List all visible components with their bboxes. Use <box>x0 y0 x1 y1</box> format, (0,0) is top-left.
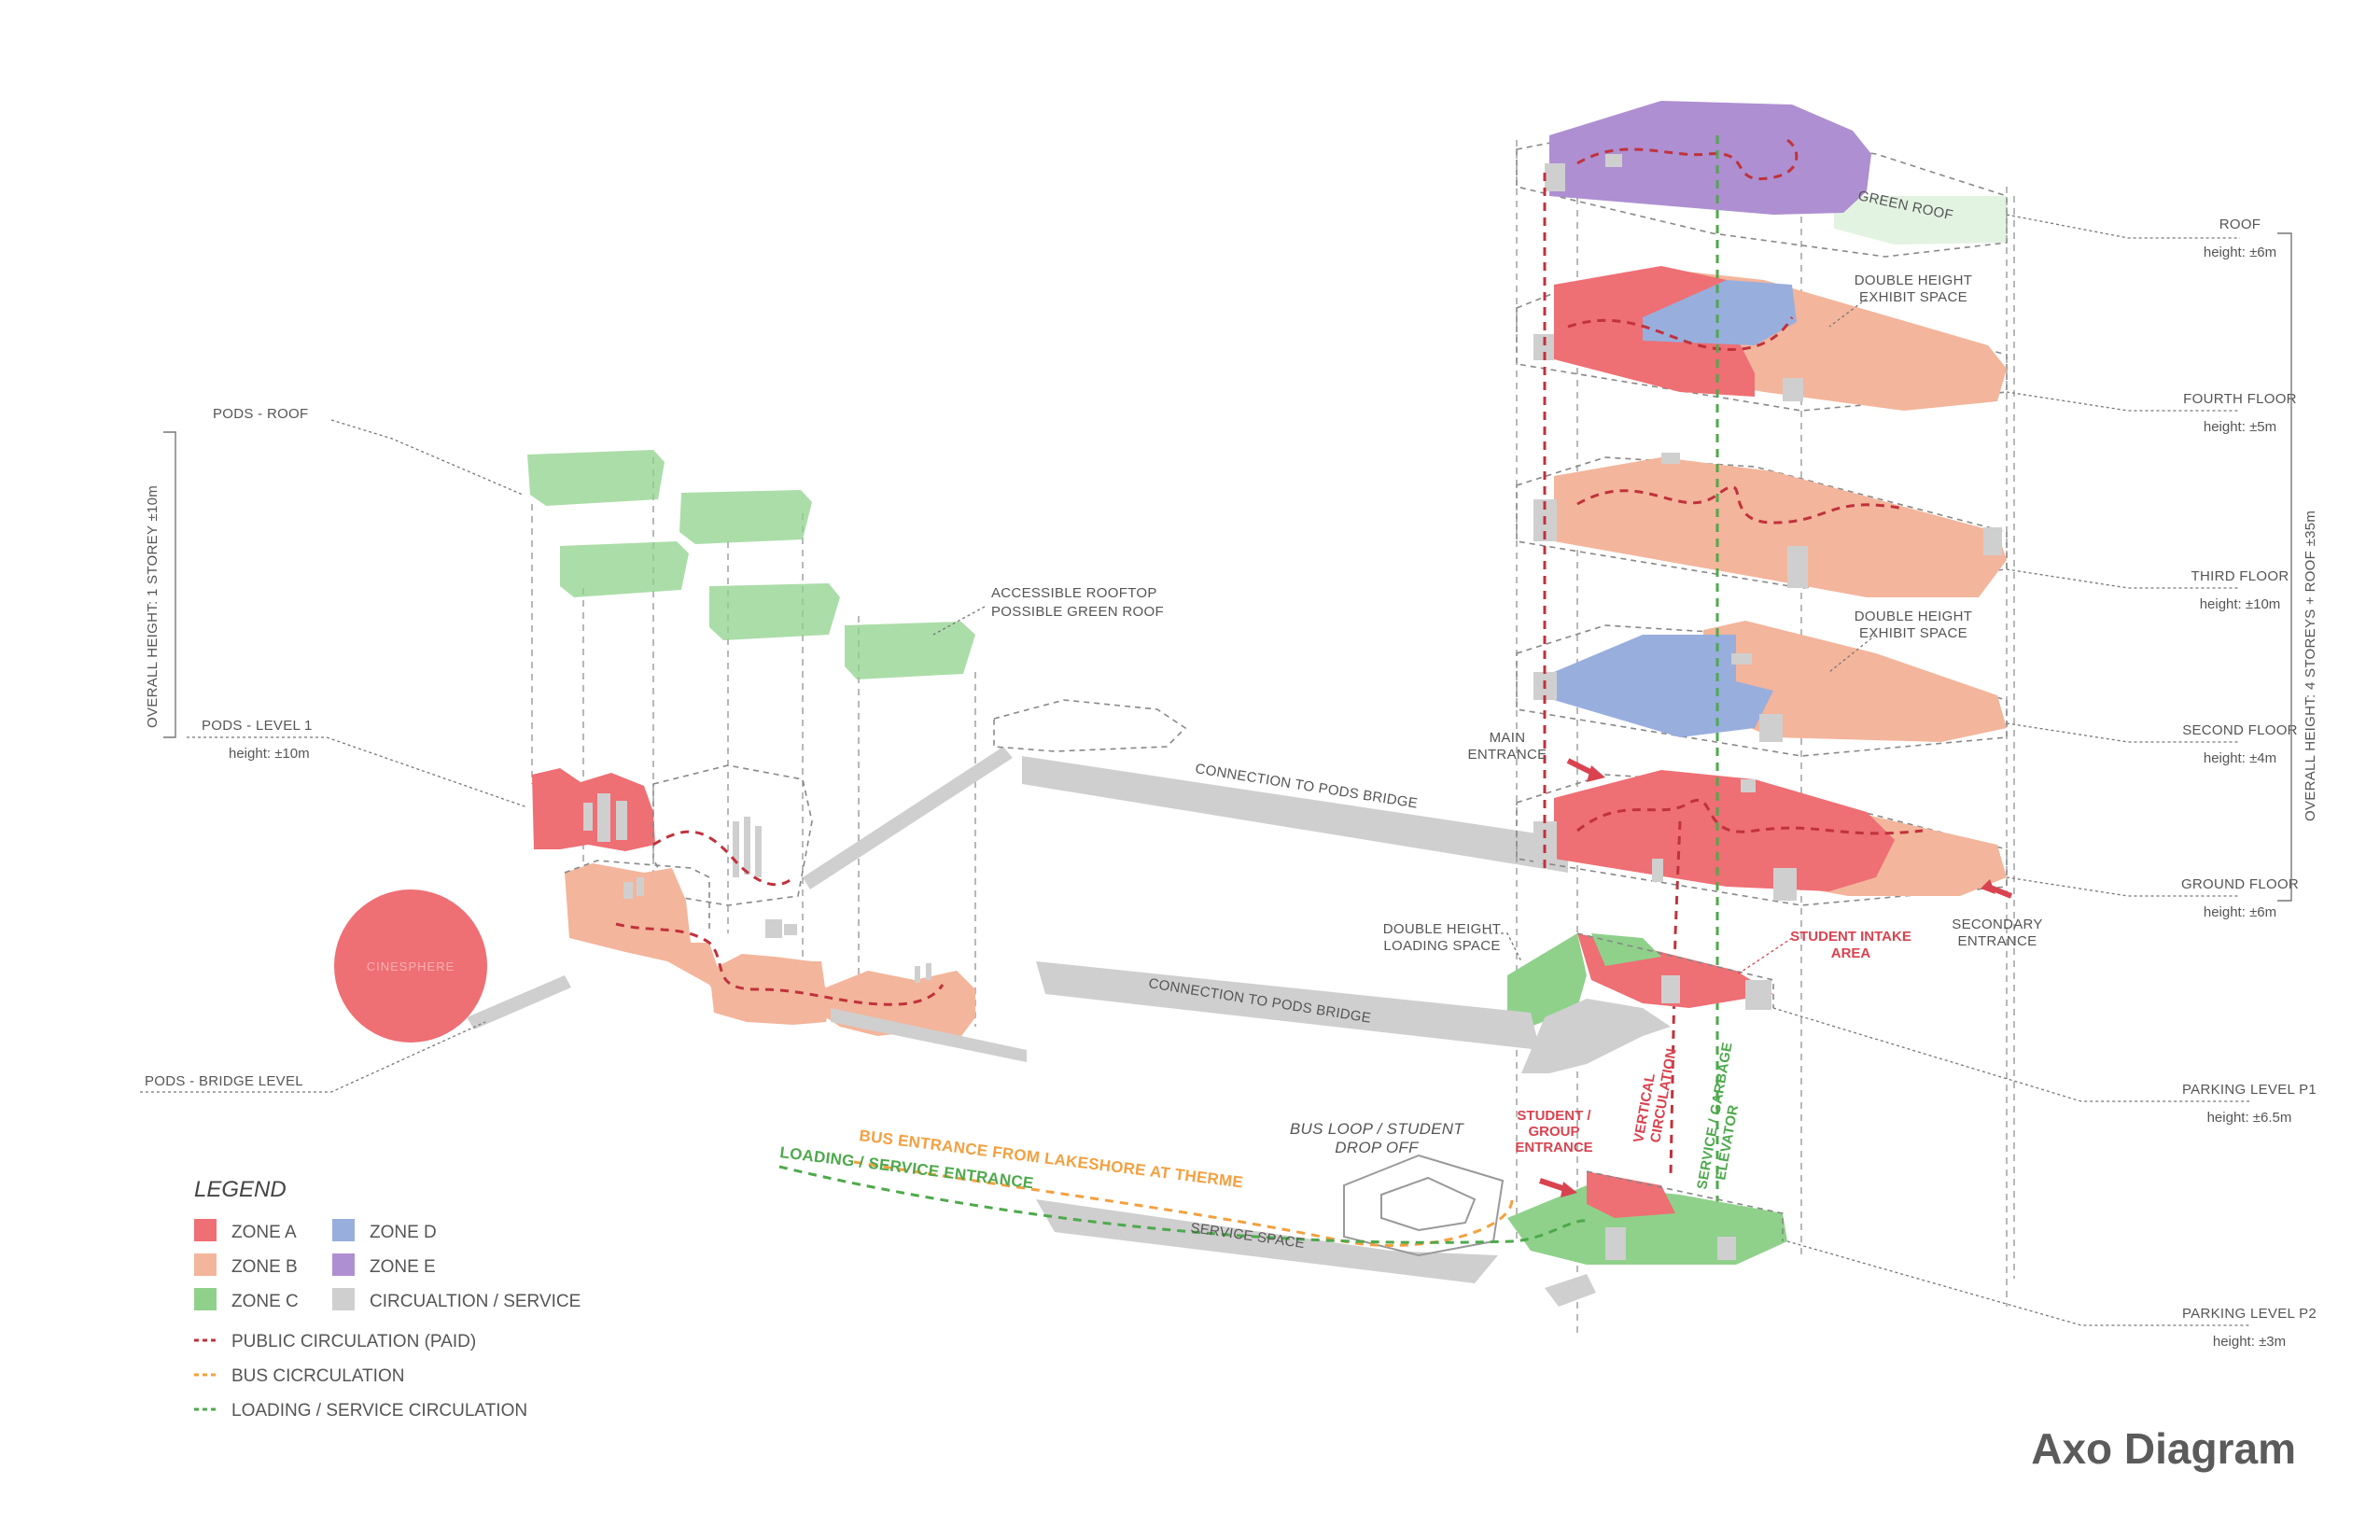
pods-bridge-modules <box>564 860 975 1036</box>
floor-roof-height: height: ±6m <box>2204 245 2276 260</box>
legend-zone-e: ZONE E <box>370 1257 436 1277</box>
floor-second-height: height: ±4m <box>2204 750 2276 766</box>
legend-swatch-zone-e <box>332 1253 355 1276</box>
cinesphere-label: CINESPHERE <box>367 959 455 973</box>
tower-fourth-floor <box>1516 266 2008 412</box>
main-entrance-1: MAIN <box>1490 730 1526 746</box>
floor-third-label: THIRD FLOOR <box>2191 568 2289 584</box>
floor-ground-height: height: ±6m <box>2204 904 2276 920</box>
rooftop-label-2: POSSIBLE GREEN ROOF <box>991 604 1164 620</box>
pods-roof-modules <box>527 450 975 679</box>
legend-swatch-zone-b <box>194 1253 217 1276</box>
student-intake-2: AREA <box>1831 945 1871 961</box>
double-height-loading-1: DOUBLE HEIGHT <box>1383 921 1501 937</box>
legend-swatch-service <box>332 1288 355 1310</box>
floor-fourth-label: FOURTH FLOOR <box>2183 391 2297 407</box>
double-height-loading-2: LOADING SPACE <box>1383 938 1500 954</box>
main-entrance-2: ENTRANCE <box>1468 747 1547 763</box>
floor-roof-label: ROOF <box>2219 217 2261 232</box>
tower-labels: ROOF height: ±6m FOURTH FLOOR height: ±5… <box>1772 214 2318 1350</box>
pods-group: CINESPHERE PODS - ROOF PODS - LEVEL 1 he… <box>140 406 1568 1093</box>
double-height-1: DOUBLE HEIGHT <box>1855 273 1972 288</box>
pods-level1-label: PODS - LEVEL 1 <box>202 718 313 734</box>
bus-loop-2: DROP OFF <box>1335 1139 1420 1156</box>
legend-public-circulation: PUBLIC CIRCULATION (PAID) <box>231 1332 476 1351</box>
legend-swatch-zone-a <box>194 1219 217 1241</box>
exhibit-space-1: EXHIBIT SPACE <box>1859 289 1967 305</box>
pods-level1-height: height: ±10m <box>229 746 310 762</box>
legend-zone-c: ZONE C <box>231 1292 299 1311</box>
floor-p1-height: height: ±6.5m <box>2207 1110 2292 1126</box>
pods-bridges <box>467 699 1568 1062</box>
pods-overall-height: OVERALL HEIGHT: 1 STOREY ±10m <box>145 485 161 728</box>
bus-loop <box>778 1154 1592 1257</box>
tower-roof: GREEN ROOF <box>1516 101 2008 258</box>
legend-bus-circulation: BUS CICRCULATION <box>231 1366 404 1386</box>
cinesphere: CINESPHERE <box>334 889 487 1043</box>
student-group-2: GROUP <box>1528 1124 1579 1140</box>
legend-zone-b: ZONE B <box>231 1257 298 1277</box>
diagram-title: Axo Diagram <box>2031 1424 2296 1473</box>
secondary-entrance-1: SECONDARY <box>1952 917 2042 932</box>
pods-bridge-label: PODS - BRIDGE LEVEL <box>145 1073 303 1089</box>
floor-p2-label: PARKING LEVEL P2 <box>2182 1306 2317 1322</box>
double-height-2: DOUBLE HEIGHT <box>1855 609 1972 624</box>
secondary-entrance-2: ENTRANCE <box>1958 933 2037 949</box>
student-intake-1: STUDENT INTAKE <box>1790 929 1911 945</box>
floor-ground-label: GROUND FLOOR <box>2181 876 2299 892</box>
floor-third-height: height: ±10m <box>2200 596 2281 612</box>
student-group-3: ENTRANCE <box>1515 1140 1592 1155</box>
tower-vertical-circulation <box>1543 135 1719 1251</box>
exhibit-space-2: EXHIBIT SPACE <box>1859 625 1967 641</box>
legend: LEGEND ZONE A ZONE B ZONE C ZONE D ZONE … <box>194 1177 581 1421</box>
bus-loop-1: BUS LOOP / STUDENT <box>1290 1120 1464 1138</box>
legend-zone-a: ZONE A <box>231 1223 297 1242</box>
pods-roof-label: PODS - ROOF <box>213 406 308 422</box>
floor-second-label: SECOND FLOOR <box>2182 722 2298 738</box>
legend-swatch-zone-c <box>194 1288 217 1310</box>
legend-zone-d: ZONE D <box>370 1223 437 1242</box>
floor-p2-height: height: ±3m <box>2213 1334 2286 1350</box>
bus-entrance-label: BUS ENTRANCE FROM LAKESHORE AT THERME <box>859 1127 1245 1191</box>
floor-p1-label: PARKING LEVEL P1 <box>2182 1082 2317 1098</box>
pods-level1-module <box>532 764 813 906</box>
tower-overall-height: OVERALL HEIGHT: 4 STOREYS + ROOF ±35m <box>2303 511 2318 821</box>
student-group-1: STUDENT / <box>1517 1108 1591 1124</box>
tower-group: GREEN ROOF <box>779 101 2318 1350</box>
rooftop-label-1: ACCESSIBLE ROOFTOP <box>991 585 1157 601</box>
legend-swatch-zone-d <box>332 1219 355 1241</box>
tower-third-floor <box>1516 453 2008 597</box>
legend-loading-circulation: LOADING / SERVICE CIRCULATION <box>231 1401 527 1421</box>
tower-annotations: DOUBLE HEIGHT EXHIBIT SPACE DOUBLE HEIGH… <box>779 273 2043 1252</box>
parking-level-p2 <box>1036 1170 1787 1307</box>
parking-level-p1 <box>1507 932 1774 1073</box>
tower-ground-floor <box>1516 758 2013 906</box>
floor-fourth-height: height: ±5m <box>2204 419 2276 435</box>
legend-title: LEGEND <box>194 1177 287 1202</box>
legend-service: CIRCUALTION / SERVICE <box>370 1292 581 1311</box>
